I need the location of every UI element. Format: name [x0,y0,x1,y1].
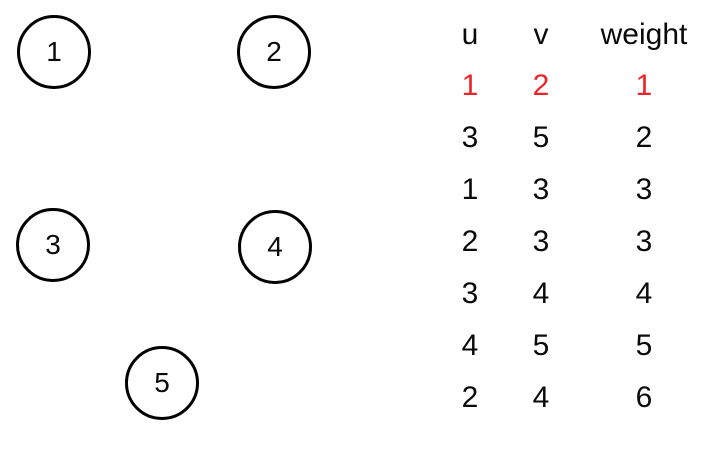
edge-cell-v: 4 [532,381,550,414]
edge-table-row: 2 3 3 [435,216,711,268]
column-header-v: v [533,18,549,51]
edge-cell-v: 4 [532,277,550,310]
edge-table-row: 1 2 1 [435,60,711,112]
edge-cell-weight: 2 [635,121,653,154]
edge-cell-weight: 4 [635,277,653,310]
edge-cell-u: 1 [461,69,479,102]
graph-node-3: 3 [16,208,90,282]
graph-node-label: 5 [154,367,170,398]
edge-cell-u: 4 [461,329,479,362]
edge-table-row: 3 5 2 [435,112,711,164]
edge-cell-u: 1 [461,173,479,206]
graph-node-4: 4 [238,210,312,284]
edge-cell-v: 2 [532,69,550,102]
edge-cell-weight: 6 [635,381,653,414]
edge-cell-u: 3 [461,121,479,154]
edge-cell-weight: 3 [635,173,653,206]
edge-cell-v: 5 [532,329,550,362]
edge-table-row: 3 4 4 [435,268,711,320]
edge-cell-v: 3 [532,173,550,206]
edge-table-row: 1 3 3 [435,164,711,216]
graph-node-label: 3 [45,229,61,260]
graph-canvas: 1 2 3 4 5 [16,15,312,420]
edge-table-header-row: u v weight [435,10,711,60]
column-header-u: u [461,18,479,51]
graph-node-2: 2 [237,15,311,89]
edge-table: u v weight 1 2 1 3 5 2 1 3 3 2 3 3 3 4 4 4 5 5 2 4 6 [435,10,711,424]
edge-table-row: 4 5 5 [435,320,711,372]
edge-cell-weight: 3 [635,225,653,258]
edge-cell-v: 3 [532,225,550,258]
graph-node-5: 5 [125,346,199,420]
graph-node-label: 1 [46,36,62,67]
column-header-weight: weight [600,18,688,51]
edge-cell-u: 3 [461,277,479,310]
graph-node-1: 1 [17,15,91,89]
graph-node-label: 4 [267,231,283,262]
edge-cell-u: 2 [461,225,479,258]
edge-table-row: 2 4 6 [435,372,711,424]
graph-node-label: 2 [266,36,282,67]
edge-cell-weight: 5 [635,329,653,362]
edge-table-body: 1 2 1 3 5 2 1 3 3 2 3 3 3 4 4 4 5 5 2 4 6 [435,60,711,424]
edge-cell-weight: 1 [635,69,653,102]
edge-cell-u: 2 [461,381,479,414]
edge-cell-v: 5 [532,121,550,154]
